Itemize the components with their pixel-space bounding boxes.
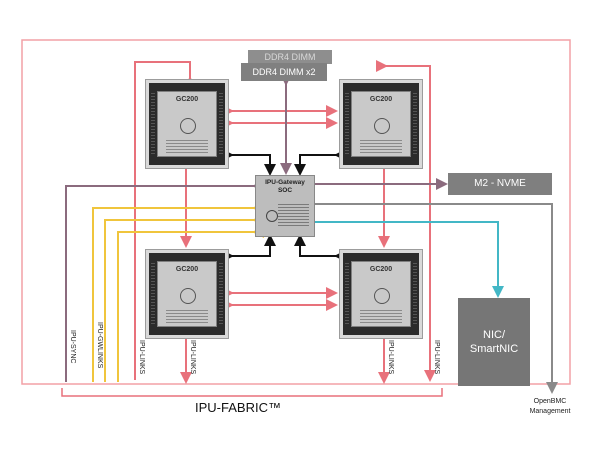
label-ipu-gwlinks: IPU-GWLINKS	[96, 322, 103, 369]
graphcore-logo-icon	[374, 288, 390, 304]
gc200-chip-top-right: GC200	[340, 80, 422, 168]
chip-title: GC200	[369, 96, 393, 103]
label-ipu-links-1: IPU-LINKS	[138, 340, 145, 375]
gc200-chip-top-left: GC200	[146, 80, 228, 168]
board-border	[21, 39, 571, 385]
chip-title: GC200	[369, 266, 393, 273]
label-ipu-links-4: IPU-LINKS	[433, 340, 440, 375]
soc-title-line2: SOC	[277, 187, 293, 194]
nic-label-line1: NIC/	[483, 329, 505, 341]
chip-title: GC200	[175, 96, 199, 103]
soc-title: IPU-Gateway SOC	[256, 179, 314, 195]
label-ipu-links-3: IPU-LINKS	[387, 340, 394, 375]
ctrl-link-tr	[294, 149, 346, 176]
gwlink-1	[92, 202, 264, 382]
ctrl-link-tl	[222, 149, 276, 176]
ddr4-dimm-back: DDR4 DIMM	[248, 50, 332, 64]
openbmc-line1: OpenBMC	[533, 398, 567, 405]
ipu-gateway-soc: IPU-Gateway SOC	[255, 175, 315, 237]
ddr4-dimm-x2: DDR4 DIMM x2	[241, 63, 327, 81]
chip-title: GC200	[175, 266, 199, 273]
nic-label: NIC/ SmartNIC	[458, 328, 530, 356]
graphcore-logo-icon	[180, 118, 196, 134]
m2-nvme-box: M2 - NVME	[448, 173, 552, 195]
sync-link	[65, 180, 264, 382]
openbmc-line2: Management	[529, 408, 571, 415]
graphcore-logo-icon	[180, 288, 196, 304]
gc200-chip-bottom-left: GC200	[146, 250, 228, 338]
ctrl-link-br	[294, 234, 346, 262]
label-ipu-links-2: IPU-LINKS	[189, 340, 196, 375]
nic-label-line2: SmartNIC	[469, 343, 519, 355]
graphcore-logo-icon	[266, 210, 278, 222]
soc-title-line1: IPU-Gateway	[265, 179, 305, 186]
gwlink-2	[104, 214, 264, 382]
bmc-link	[304, 198, 558, 394]
gc200-chip-bottom-right: GC200	[340, 250, 422, 338]
gwlink-3	[117, 226, 264, 382]
ctrl-link-bl	[222, 234, 276, 262]
graphcore-logo-icon	[374, 118, 390, 134]
ipu-fabric-label: IPU-FABRIC™	[195, 400, 281, 415]
nic-smartnic-box: NIC/ SmartNIC	[458, 298, 530, 386]
fabric-bracket	[61, 388, 443, 397]
label-ipu-sync: IPU-SYNC	[69, 330, 76, 364]
openbmc-label: OpenBMC Management	[520, 397, 580, 417]
nic-link	[304, 216, 504, 298]
